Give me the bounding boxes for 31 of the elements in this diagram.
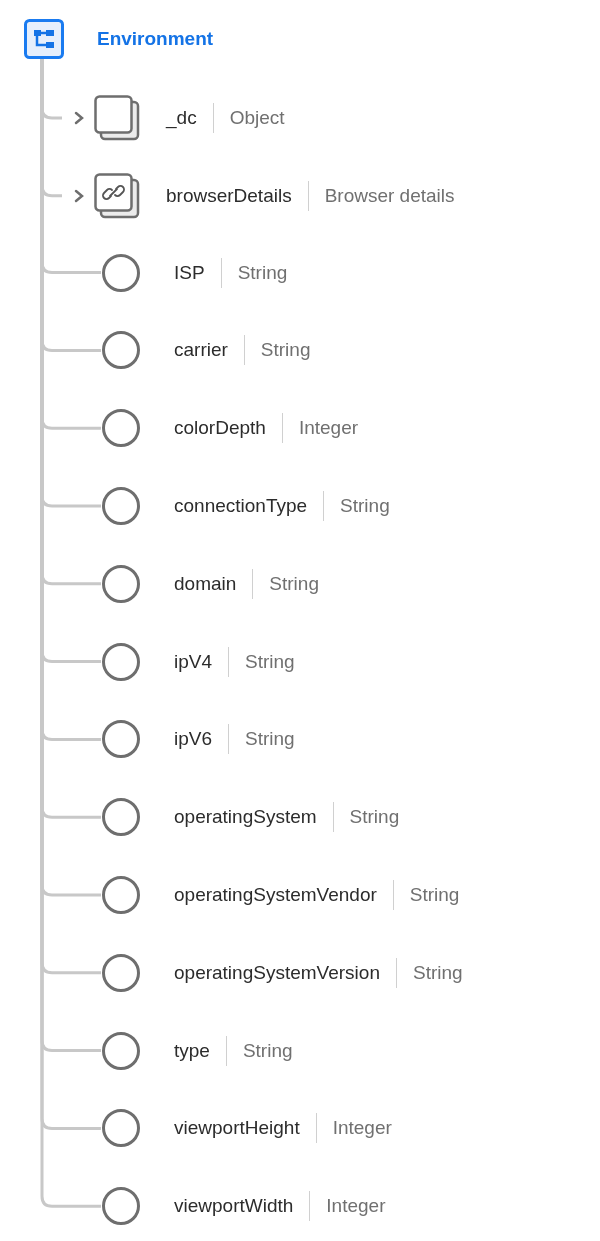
- field-name: browserDetails: [166, 184, 292, 207]
- field-name: colorDepth: [174, 417, 266, 440]
- field-type: String: [332, 802, 400, 833]
- field-type: String: [228, 646, 295, 677]
- field-name: operatingSystemVersion: [174, 961, 380, 984]
- field-type: String: [392, 880, 460, 910]
- field-type: String: [323, 491, 390, 521]
- field-name: type: [174, 1039, 210, 1062]
- field-name: carrier: [174, 339, 228, 362]
- field-name: operatingSystem: [174, 806, 317, 829]
- field-type: Integer: [281, 413, 359, 444]
- field-name: viewportHeight: [174, 1117, 300, 1140]
- field-name: operatingSystemVendor: [174, 884, 377, 906]
- field-name: ISP: [174, 261, 205, 284]
- field-name: ipV6: [174, 728, 213, 751]
- field-type: Object: [212, 103, 285, 133]
- field-name: connectionType: [174, 495, 308, 517]
- field-name: domain: [174, 572, 237, 595]
- field-type: Browser details: [307, 180, 455, 211]
- field-type: String: [395, 957, 463, 988]
- field-name: _dc: [166, 107, 197, 129]
- field-type: Integer: [309, 1191, 386, 1222]
- field-type: String: [252, 568, 319, 599]
- field-type: String: [243, 335, 311, 366]
- field-type: String: [225, 1035, 293, 1066]
- field-name: viewportWidth: [174, 1195, 294, 1218]
- field-name: ipV4: [174, 650, 213, 673]
- field-type: String: [228, 724, 295, 755]
- schema-title: Environment: [97, 28, 214, 50]
- field-type: String: [220, 257, 288, 288]
- field-type: Integer: [315, 1113, 392, 1144]
